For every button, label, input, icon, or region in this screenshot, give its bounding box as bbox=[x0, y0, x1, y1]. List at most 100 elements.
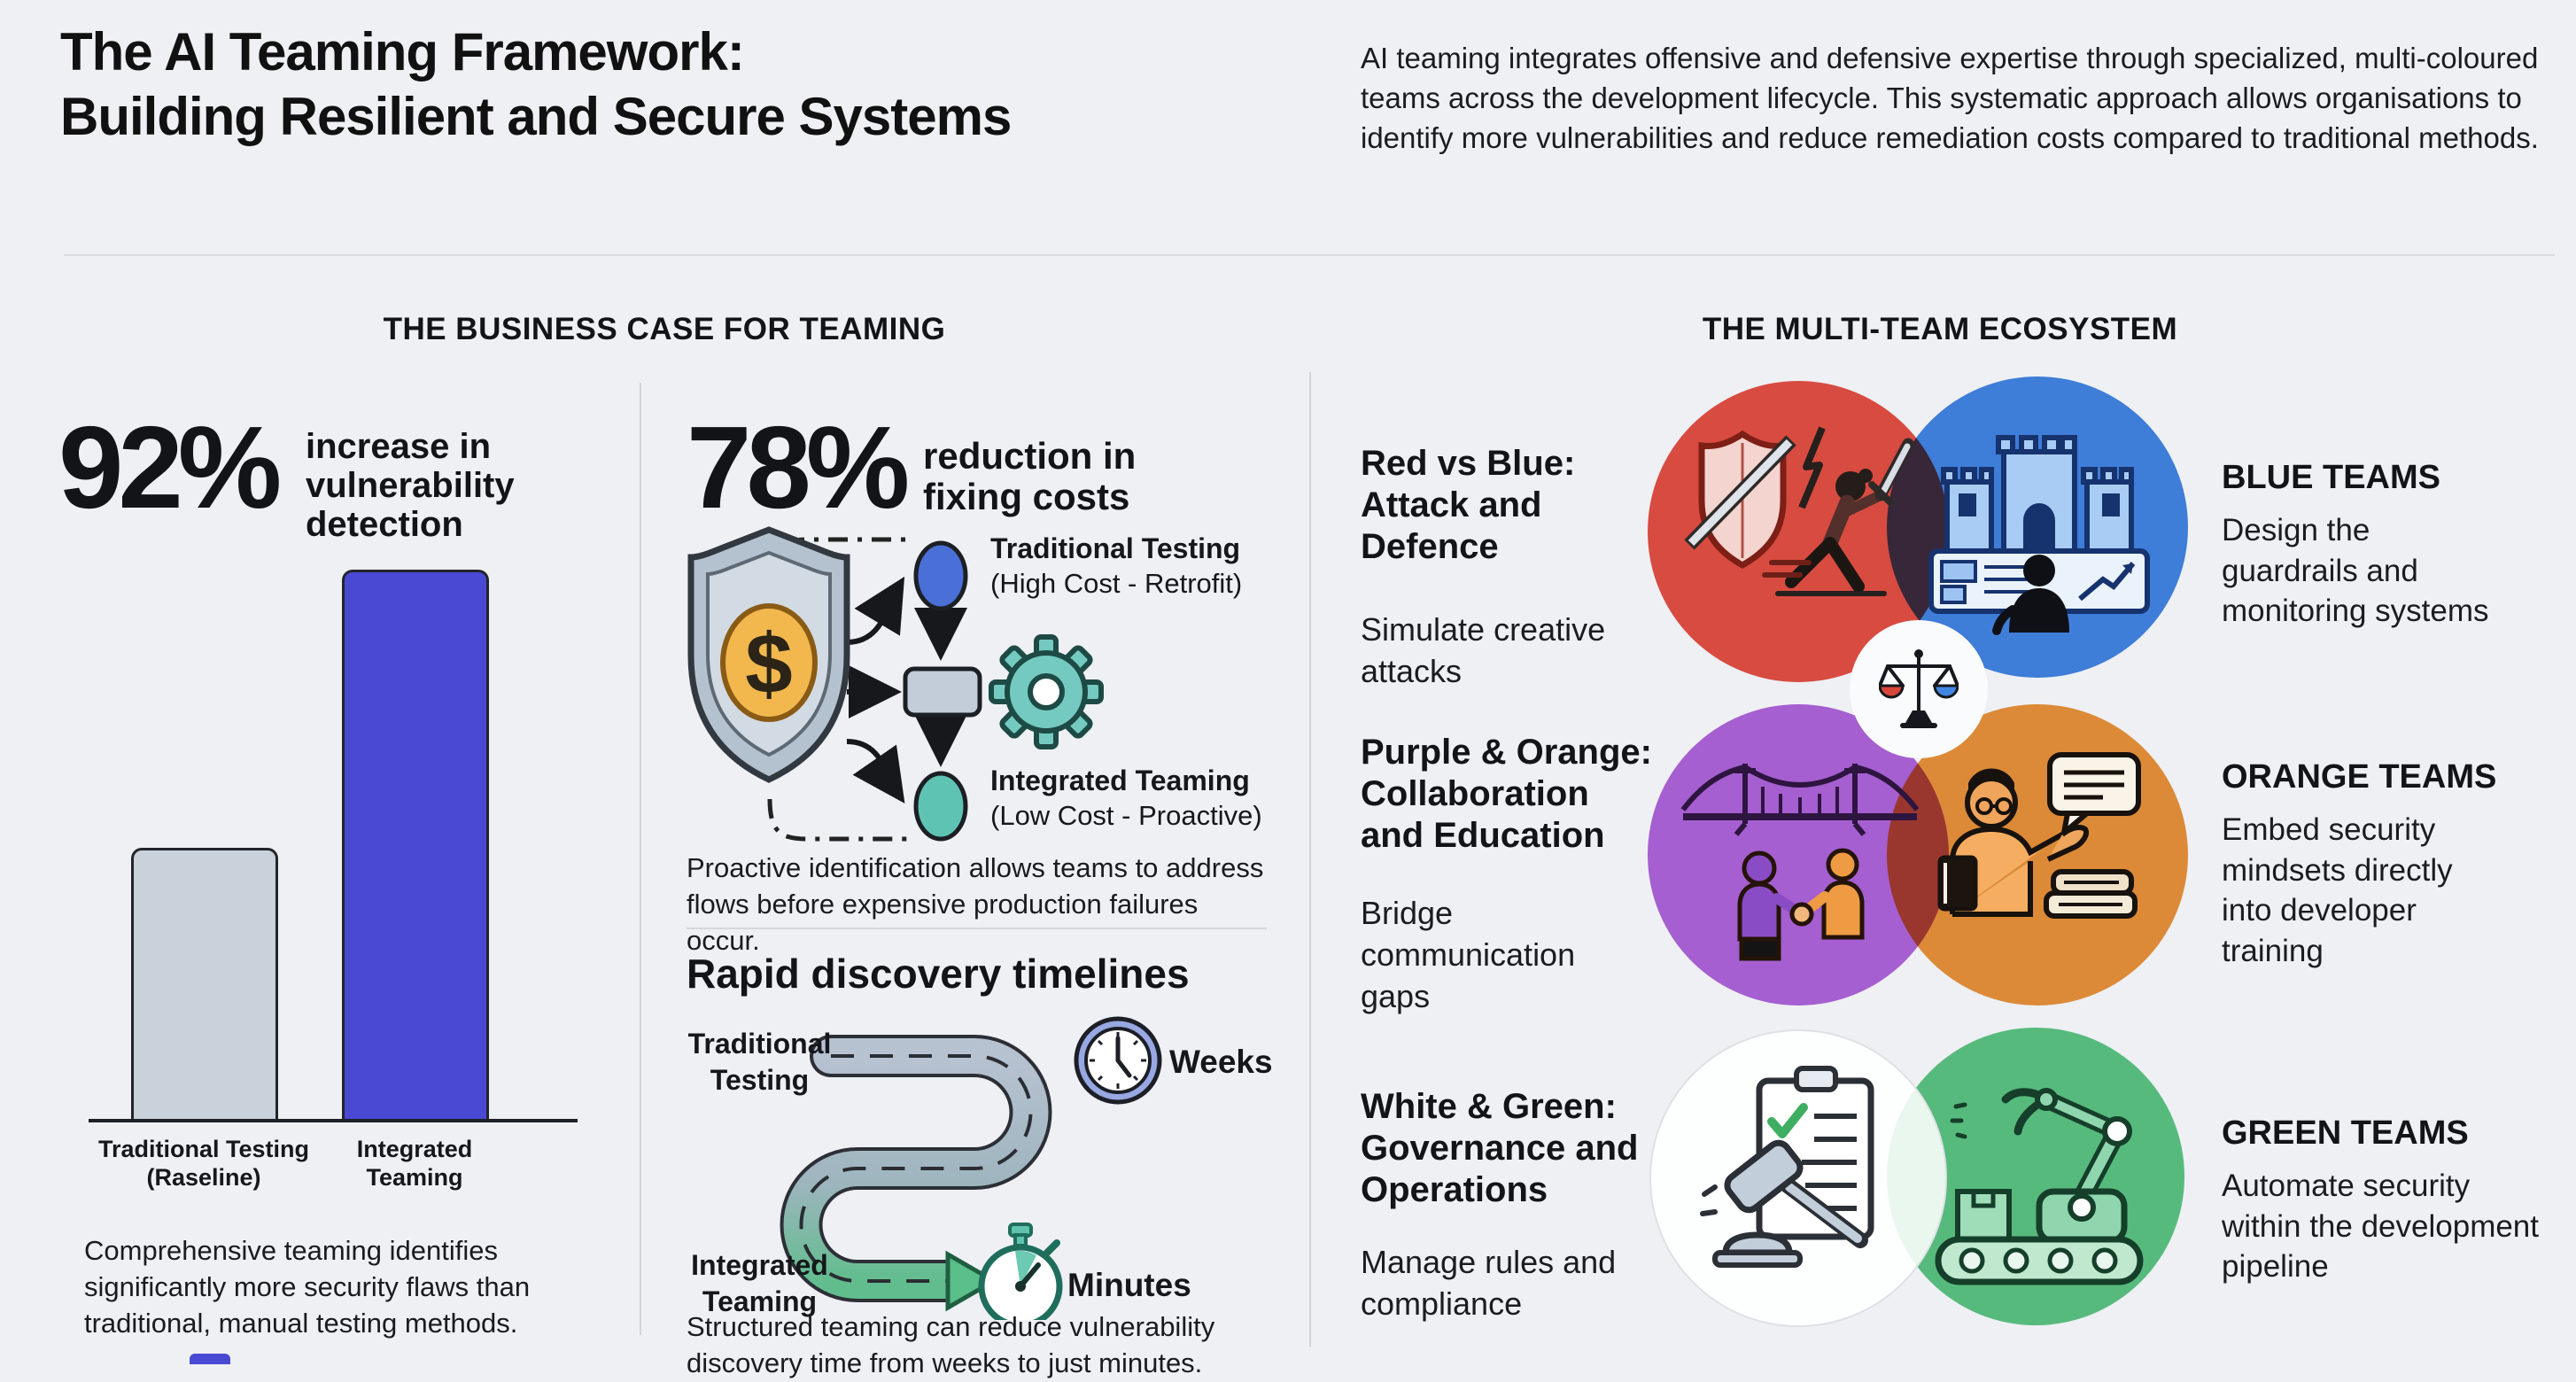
detection-stat-label-line: increase in bbox=[306, 427, 492, 466]
middle-divider bbox=[687, 928, 1267, 929]
team-desc-line: pipeline bbox=[2222, 1249, 2329, 1284]
cost-stat-label: reduction in fixing costs bbox=[923, 435, 1137, 518]
bridge-icon bbox=[1680, 764, 1920, 836]
sparkle-marks bbox=[1950, 1102, 1967, 1139]
detection-stat-label-line: vulnerability bbox=[306, 466, 515, 505]
cost-stat-label-line: reduction in bbox=[923, 435, 1137, 477]
ecosystem-heading: THE MULTI-TEAM ECOSYSTEM bbox=[1702, 312, 2178, 346]
shield-sword-attacker-illustration bbox=[1684, 426, 1914, 596]
flow-arrows bbox=[846, 576, 967, 804]
node-top-title: Traditional Testing bbox=[990, 532, 1241, 564]
slashed-shield-icon bbox=[1684, 430, 1796, 570]
green-teams-name: GREEN TEAMS bbox=[2222, 1114, 2469, 1152]
robot-arm-conveyor-illustration bbox=[1935, 1088, 2144, 1285]
robot-arm-icon bbox=[1950, 1088, 2132, 1245]
pairing-purple-orange-title: Purple & Orange: Collaboration and Educa… bbox=[1361, 732, 1652, 858]
page-title: The AI Teaming Framework: Building Resil… bbox=[60, 19, 1012, 149]
educator-figure bbox=[1937, 768, 2089, 917]
bar-label-line: Traditional Testing bbox=[97, 1136, 310, 1162]
bridge-handshake-illustration bbox=[1680, 764, 1920, 961]
stopwatch-icon bbox=[978, 1223, 1063, 1320]
pairing-title-line: Collaboration bbox=[1361, 774, 1589, 814]
dollar-shield-icon: $ bbox=[687, 526, 850, 783]
timeline-diagram bbox=[780, 1016, 1162, 1320]
business-case-heading: THE BUSINESS CASE FOR TEAMING bbox=[383, 312, 946, 346]
detection-stat-label-line: detection bbox=[306, 505, 463, 544]
timeline-label-line: Integrated bbox=[691, 1249, 828, 1281]
rapid-timelines-heading: Rapid discovery timelines bbox=[687, 951, 1190, 997]
pairing-title-line: Attack and bbox=[1361, 485, 1542, 525]
detection-stat-value: 92% bbox=[58, 402, 282, 532]
cost-stat-label-line: fixing costs bbox=[923, 476, 1130, 518]
analyst-figure bbox=[1992, 555, 2069, 635]
timeline-result-weeks: Weeks bbox=[1169, 1044, 1273, 1080]
page-title-line1: The AI Teaming Framework: bbox=[60, 22, 745, 82]
pairing-subtitle-line: attacks bbox=[1361, 652, 1463, 689]
bar-label-line: Integrated bbox=[356, 1136, 473, 1162]
blue-teams-name: BLUE TEAMS bbox=[2222, 459, 2440, 496]
bar-chart-baseline bbox=[89, 1119, 578, 1122]
blue-teams-desc: Design the guardrails and monitoring sys… bbox=[2222, 510, 2488, 632]
orange-teams-name: ORANGE TEAMS bbox=[2222, 758, 2497, 796]
team-desc-line: Automate security bbox=[2222, 1168, 2471, 1203]
bar-label-integrated: Integrated Teaming bbox=[304, 1136, 525, 1192]
cost-flow-diagram: $ bbox=[687, 526, 1104, 842]
attacker-figure bbox=[1762, 438, 1914, 596]
column-divider-mid bbox=[1309, 372, 1311, 1347]
orange-teams-desc: Embed security mindsets directly into de… bbox=[2222, 810, 2453, 971]
pairing-subtitle-line: communication bbox=[1361, 936, 1576, 973]
detection-stat-label: increase in vulnerability detection bbox=[306, 427, 515, 544]
cost-caption: Proactive identification allows teams to… bbox=[687, 852, 1264, 956]
team-desc-line: within the development bbox=[2222, 1208, 2539, 1244]
book-stack-icon bbox=[2044, 869, 2138, 919]
cropped-bottom-artifact bbox=[190, 1354, 230, 1364]
pairing-title-line: White & Green: bbox=[1361, 1087, 1617, 1126]
educator-books-illustration bbox=[1937, 752, 2141, 919]
pairing-title-line: Governance and bbox=[1361, 1129, 1639, 1168]
pairing-subtitle-line: Simulate creative bbox=[1361, 611, 1606, 648]
timeline-label-line: Teaming bbox=[702, 1285, 818, 1317]
gear-icon bbox=[989, 634, 1104, 749]
green-teams-desc: Automate security within the development… bbox=[2222, 1166, 2539, 1287]
balance-scale-icon bbox=[1879, 649, 1959, 728]
team-desc-line: mindsets directly bbox=[2222, 852, 2453, 888]
timeline-label-line: Testing bbox=[710, 1063, 810, 1096]
process-node bbox=[903, 666, 982, 718]
bar-traditional-testing bbox=[131, 848, 278, 1122]
bar-label-line: Teaming bbox=[366, 1163, 463, 1191]
team-desc-line: Embed security bbox=[2222, 812, 2436, 847]
team-desc-line: into developer bbox=[2222, 893, 2417, 928]
bar-integrated-teaming bbox=[342, 570, 489, 1122]
speech-bubble-icon bbox=[2047, 752, 2141, 840]
node-bottom-sub: (Low Cost - Proactive) bbox=[990, 800, 1262, 831]
page-title-line2: Building Resilient and Secure Systems bbox=[60, 87, 1012, 147]
winding-road bbox=[780, 1035, 1052, 1302]
timeline-caption: Structured teaming can reduce vulnerabil… bbox=[687, 1311, 1215, 1378]
bar-label-line: (Raseline) bbox=[146, 1163, 261, 1191]
pairing-title-line: Red vs Blue: bbox=[1361, 444, 1576, 483]
timeline-result-minutes: Minutes bbox=[1067, 1267, 1191, 1303]
team-desc-line: guardrails and bbox=[2222, 553, 2418, 588]
pairing-subtitle-line: Bridge bbox=[1361, 895, 1454, 931]
pairing-subtitle-line: gaps bbox=[1361, 977, 1431, 1014]
pairing-white-green-title: White & Green: Governance and Operations bbox=[1361, 1086, 1638, 1212]
node-top-sub: (High Cost - Retrofit) bbox=[990, 568, 1243, 599]
timeline-label-integrated: Integrated Teaming bbox=[687, 1247, 833, 1320]
detection-caption: Comprehensive teaming identifies signifi… bbox=[84, 1235, 531, 1339]
clock-icon bbox=[1074, 1016, 1162, 1105]
handshake-figures bbox=[1737, 848, 1865, 961]
pairing-title-line: Defence bbox=[1361, 527, 1499, 567]
pairing-subtitle-line: Manage rules and bbox=[1361, 1244, 1617, 1280]
pairing-subtitle-line: compliance bbox=[1361, 1285, 1523, 1322]
team-desc-line: Design the bbox=[2222, 513, 2370, 547]
castle-icon bbox=[1941, 435, 2134, 554]
stopwatch-wedge bbox=[1015, 1250, 1036, 1286]
road-arrowhead bbox=[945, 1250, 999, 1312]
pairing-red-blue-title: Red vs Blue: Attack and Defence bbox=[1361, 443, 1575, 569]
dollar-sign-glyph: $ bbox=[745, 617, 792, 711]
high-cost-node bbox=[913, 540, 968, 611]
pairing-title-line: Operations bbox=[1361, 1170, 1548, 1210]
pairing-white-green-subtitle: Manage rules and compliance bbox=[1361, 1242, 1616, 1325]
team-desc-line: monitoring systems bbox=[2222, 594, 2489, 628]
castle-monitoring-illustration bbox=[1928, 435, 2150, 635]
